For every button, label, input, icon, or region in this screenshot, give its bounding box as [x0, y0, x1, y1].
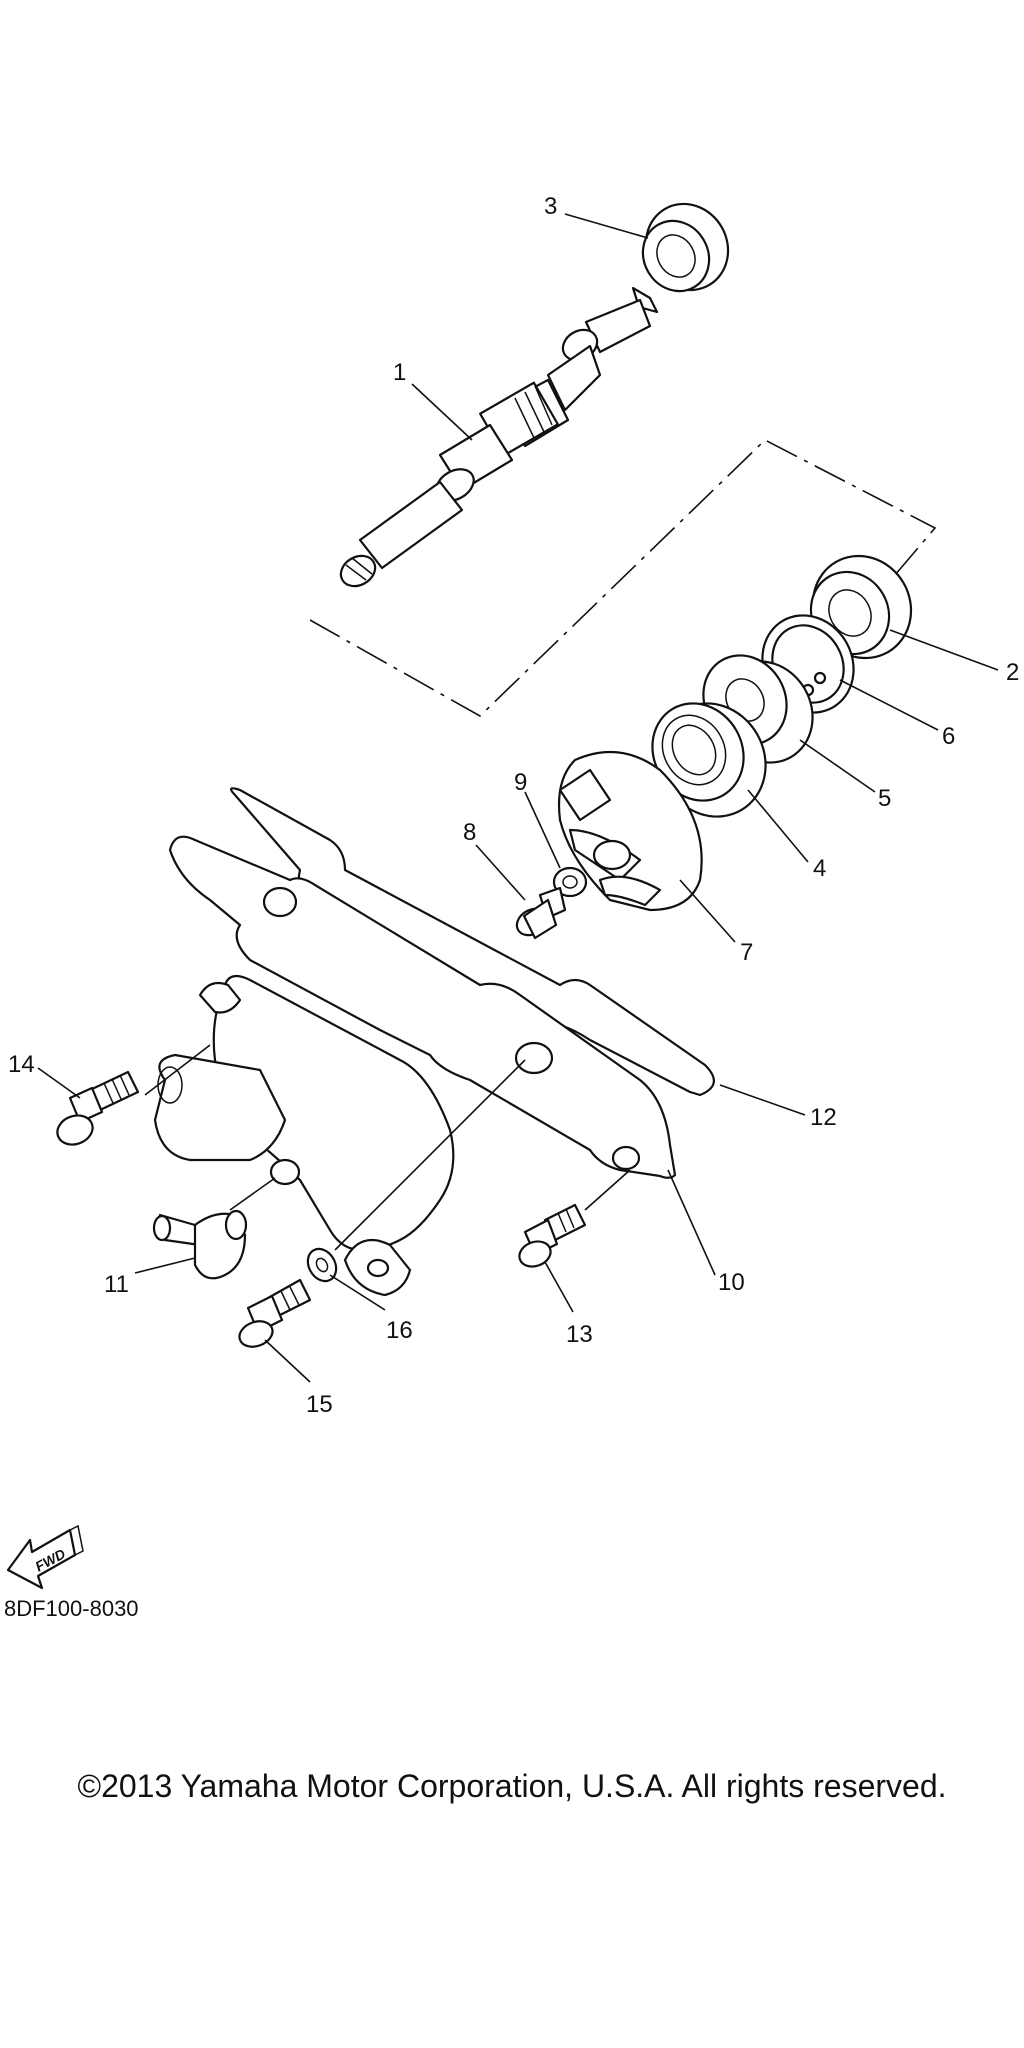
callout-3: 3	[544, 193, 557, 220]
callout-13: 13	[566, 1321, 593, 1348]
copyright-notice: ©2013 Yamaha Motor Corporation, U.S.A. A…	[77, 1768, 947, 1804]
part-1-shaft	[339, 286, 659, 588]
callout-15: 15	[306, 1391, 333, 1418]
callout-16: 16	[386, 1317, 413, 1344]
part-15-bolt	[238, 1278, 312, 1348]
part-7-impeller	[557, 750, 703, 912]
part-3-bearing	[641, 202, 730, 293]
diagram-code: 8DF100-8030	[4, 1596, 139, 1621]
part-8-bolt	[515, 886, 567, 940]
part-11-hose-fitting	[152, 1209, 248, 1280]
callout-8: 8	[463, 819, 476, 846]
part-10-pump-housing	[153, 835, 677, 1297]
callout-5: 5	[878, 785, 891, 812]
fwd-arrow-icon: FWD	[6, 1524, 84, 1590]
part-13-bolt	[518, 1203, 587, 1268]
callout-7: 7	[740, 939, 753, 966]
callout-labels: 1 2 3 4 5 6 7 8 9 10 11 12 13 14 15 16	[8, 193, 1019, 1418]
callout-4: 4	[813, 855, 826, 882]
callout-12: 12	[810, 1104, 837, 1131]
part-9-washer	[552, 866, 588, 898]
callout-1: 1	[393, 359, 406, 386]
callout-9: 9	[514, 769, 527, 796]
callout-11: 11	[104, 1271, 129, 1298]
leader-lines	[37, 213, 999, 1383]
callout-6: 6	[942, 723, 955, 750]
part-14-bolt	[56, 1070, 140, 1146]
callout-10: 10	[718, 1269, 745, 1296]
part-4-mechanical-seal	[651, 702, 767, 818]
callout-14: 14	[8, 1051, 35, 1078]
assembly-dash-line	[309, 439, 937, 717]
part-16-washer	[306, 1247, 338, 1283]
callout-2: 2	[1006, 659, 1019, 686]
